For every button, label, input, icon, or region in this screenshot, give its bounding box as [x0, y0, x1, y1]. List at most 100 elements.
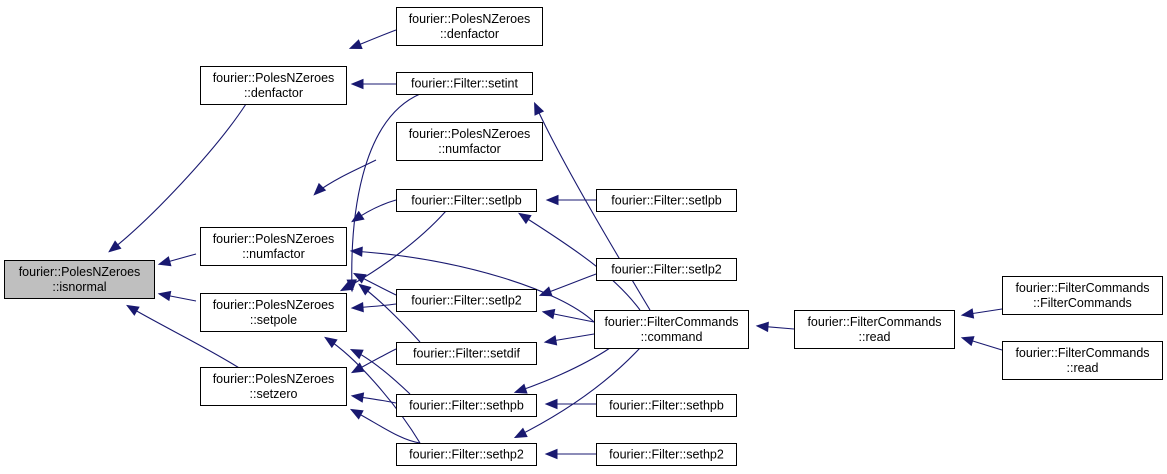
edge-command-to-numfactor1 — [349, 246, 595, 323]
edge-arrowhead — [352, 272, 367, 284]
node-box — [200, 227, 347, 266]
edge-sethpb1-to-setpole — [349, 349, 411, 395]
node-label: ::denfactor — [440, 27, 499, 41]
node-label: fourier::PolesNZeroes — [213, 232, 335, 246]
edge-arrowhead — [755, 321, 769, 333]
node-filtercommands[interactable]: fourier::FilterCommands::FilterCommands — [1002, 276, 1163, 315]
edge-arrowhead — [126, 304, 140, 316]
node-box — [396, 342, 537, 365]
node-setlpb2[interactable]: fourier::Filter::setlpb — [596, 189, 737, 212]
node-sethp2a[interactable]: fourier::Filter::sethp2 — [396, 443, 537, 466]
node-label: fourier::FilterCommands — [1015, 346, 1149, 360]
edge-setzero-to-isnormal — [126, 304, 245, 372]
node-label: fourier::Filter::setint — [411, 77, 519, 91]
node-label: fourier::FilterCommands — [604, 315, 738, 329]
edge-arrowhead — [350, 362, 365, 374]
node-label: fourier::PolesNZeroes — [19, 265, 141, 279]
node-box — [396, 289, 537, 312]
node-setint[interactable]: fourier::Filter::setint — [396, 72, 533, 95]
edge-arrowhead — [350, 301, 364, 313]
edge-arrowhead — [513, 383, 528, 394]
edge-arrowhead — [348, 39, 363, 49]
edge-arrowhead — [313, 182, 327, 196]
edge-arrowhead — [349, 408, 364, 420]
edge-command-to-sethpb1 — [544, 398, 596, 410]
edge-line — [127, 305, 245, 372]
edge-setlp2b-to-setlp2a — [538, 273, 597, 297]
node-label: ::denfactor — [244, 86, 303, 100]
edge-sethpb2-to-sethpb1 — [513, 347, 611, 394]
edge-sethpb1-to-setzero — [350, 392, 397, 404]
node-label: fourier::PolesNZeroes — [409, 12, 531, 26]
node-box — [396, 7, 543, 46]
node-setpole[interactable]: fourier::PolesNZeroes::setpole — [200, 293, 347, 332]
edge-arrowhead — [351, 210, 365, 223]
node-label: fourier::PolesNZeroes — [213, 298, 335, 312]
node-read1[interactable]: fourier::FilterCommands::read — [794, 310, 955, 349]
node-box — [396, 72, 533, 95]
edge-command-to-setlp2a — [541, 308, 595, 323]
edge-setlpb2-to-setlpb1 — [545, 194, 596, 206]
edge-line — [519, 213, 641, 311]
edge-arrowhead — [518, 212, 532, 225]
node-setlp2b[interactable]: fourier::Filter::setlp2 — [596, 258, 737, 281]
node-command[interactable]: fourier::FilterCommands::command — [594, 310, 749, 349]
edge-arrowhead — [349, 246, 363, 257]
edge-command-to-setlpb1 — [518, 212, 641, 311]
edge-line — [351, 250, 595, 323]
node-sethpb1[interactable]: fourier::Filter::sethpb — [396, 394, 537, 417]
node-label: fourier::Filter::sethpb — [609, 399, 724, 413]
edge-denfactor2-to-denfactor1 — [348, 29, 397, 49]
edge-denfactor1-to-isnormal — [108, 103, 247, 253]
node-label: fourier::Filter::setlpb — [411, 194, 522, 208]
node-read2[interactable]: fourier::FilterCommands::read — [1002, 341, 1163, 380]
node-label: fourier::Filter::sethp2 — [409, 448, 524, 462]
node-setlpb1[interactable]: fourier::Filter::setlpb — [396, 189, 537, 212]
edge-line — [341, 210, 447, 291]
node-label: ::read — [1067, 361, 1099, 375]
edge-arrowhead — [108, 240, 122, 253]
edge-numfactor1-to-isnormal — [157, 253, 197, 267]
node-box — [594, 310, 749, 349]
node-box — [596, 258, 737, 281]
edge-arrowhead — [513, 427, 528, 439]
edge-setlp2a-to-setpole — [350, 301, 397, 313]
edge-arrowhead — [157, 290, 172, 302]
node-label: ::numfactor — [438, 142, 501, 156]
node-setlp2a[interactable]: fourier::Filter::setlp2 — [396, 289, 537, 312]
nodes-layer: fourier::PolesNZeroes::isnormalfourier::… — [4, 7, 1163, 466]
node-label: ::FilterCommands — [1033, 296, 1132, 310]
node-numfactor2[interactable]: fourier::PolesNZeroes::numfactor — [396, 122, 543, 161]
node-box — [4, 260, 155, 299]
node-denfactor2[interactable]: fourier::PolesNZeroes::denfactor — [396, 7, 543, 46]
edge-read1-to-command — [755, 321, 795, 333]
node-numfactor1[interactable]: fourier::PolesNZeroes::numfactor — [200, 227, 347, 266]
edge-setlpb1-to-numfactor1 — [351, 199, 397, 223]
node-denfactor1[interactable]: fourier::PolesNZeroes::denfactor — [200, 66, 347, 105]
edge-setlpb1-to-setpole — [339, 210, 447, 292]
edge-line — [325, 337, 421, 444]
edge-line — [351, 93, 421, 291]
node-label: ::setpole — [250, 313, 297, 327]
edge-arrowhead — [350, 392, 365, 403]
edge-arrowhead — [324, 336, 338, 349]
edge-line — [534, 103, 651, 311]
node-setdif[interactable]: fourier::Filter::setdif — [396, 342, 537, 365]
node-isnormal[interactable]: fourier::PolesNZeroes::isnormal — [4, 260, 155, 299]
edge-arrowhead — [960, 308, 975, 319]
node-box — [200, 367, 347, 406]
node-label: ::isnormal — [52, 280, 106, 294]
edge-sethp2a-to-setpole — [324, 336, 421, 444]
edge-arrowhead — [544, 448, 558, 460]
node-label: fourier::PolesNZeroes — [409, 127, 531, 141]
edge-setpole-to-isnormal — [157, 290, 197, 302]
node-box — [200, 66, 347, 105]
edge-setdif-to-setzero — [350, 348, 397, 374]
edge-command-to-setint — [534, 101, 651, 311]
edge-arrowhead — [534, 101, 545, 116]
edge-arrowhead — [350, 78, 364, 90]
node-sethpb2[interactable]: fourier::Filter::sethpb — [596, 394, 737, 417]
node-setzero[interactable]: fourier::PolesNZeroes::setzero — [200, 367, 347, 406]
node-sethp2b[interactable]: fourier::Filter::sethp2 — [596, 443, 737, 466]
